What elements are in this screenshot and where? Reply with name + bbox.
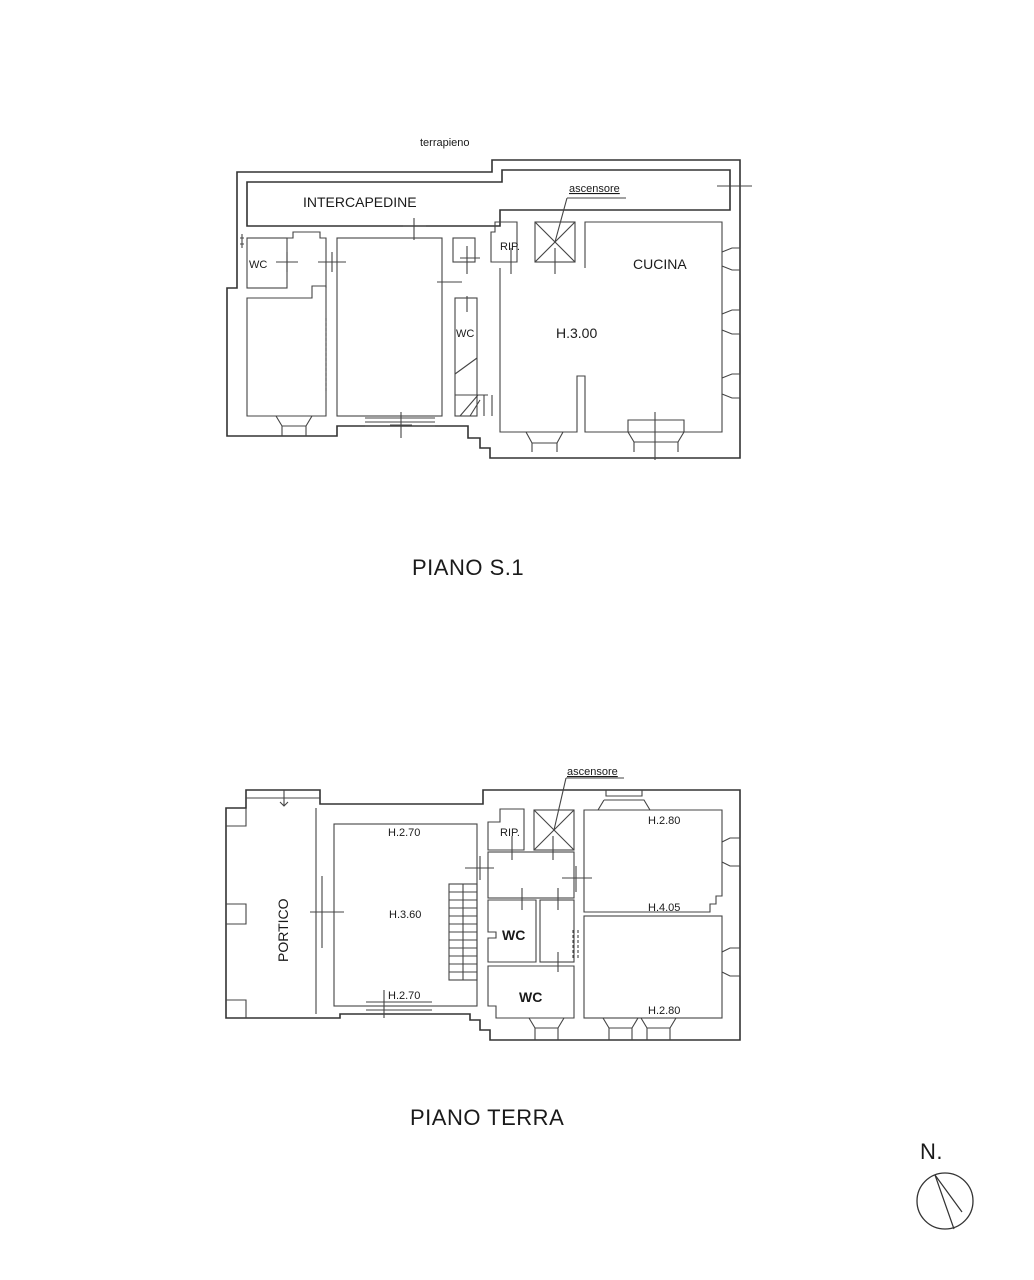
wc-lower-label: WC [519, 989, 542, 1005]
floor-plan-s1 [226, 159, 752, 460]
right-mid-height: H.4.05 [648, 902, 680, 914]
rip-label-s1: RIP. [500, 241, 520, 253]
wc-stair-label-s1: WC [456, 328, 474, 340]
floor-plan-terra [225, 777, 741, 1041]
cucina-label: CUCINA [633, 256, 687, 272]
right-top-height: H.2.80 [648, 815, 680, 827]
wc-left-label-s1: WC [249, 259, 267, 271]
intercapedine-label: INTERCAPEDINE [303, 194, 417, 210]
wc-upper-label: WC [502, 927, 525, 943]
terrapieno-label: terrapieno [420, 137, 470, 149]
rip-label-terra: RIP. [500, 827, 520, 839]
north-arrow-icon [916, 1172, 974, 1230]
ascensore-label-s1: ascensore [569, 183, 620, 195]
north-label: N. [920, 1139, 943, 1164]
ascensore-label-terra: ascensore [567, 766, 618, 778]
floor-title-terra: PIANO TERRA [410, 1105, 565, 1130]
main-height-bottom: H.2.70 [388, 990, 420, 1002]
portico-label: PORTICO [275, 898, 291, 962]
right-bottom-height: H.2.80 [648, 1005, 680, 1017]
main-height-center: H.3.60 [389, 909, 421, 921]
main-height-top: H.2.70 [388, 827, 420, 839]
height-label-s1: H.3.00 [556, 325, 597, 341]
floor-title-s1: PIANO S.1 [412, 555, 525, 580]
